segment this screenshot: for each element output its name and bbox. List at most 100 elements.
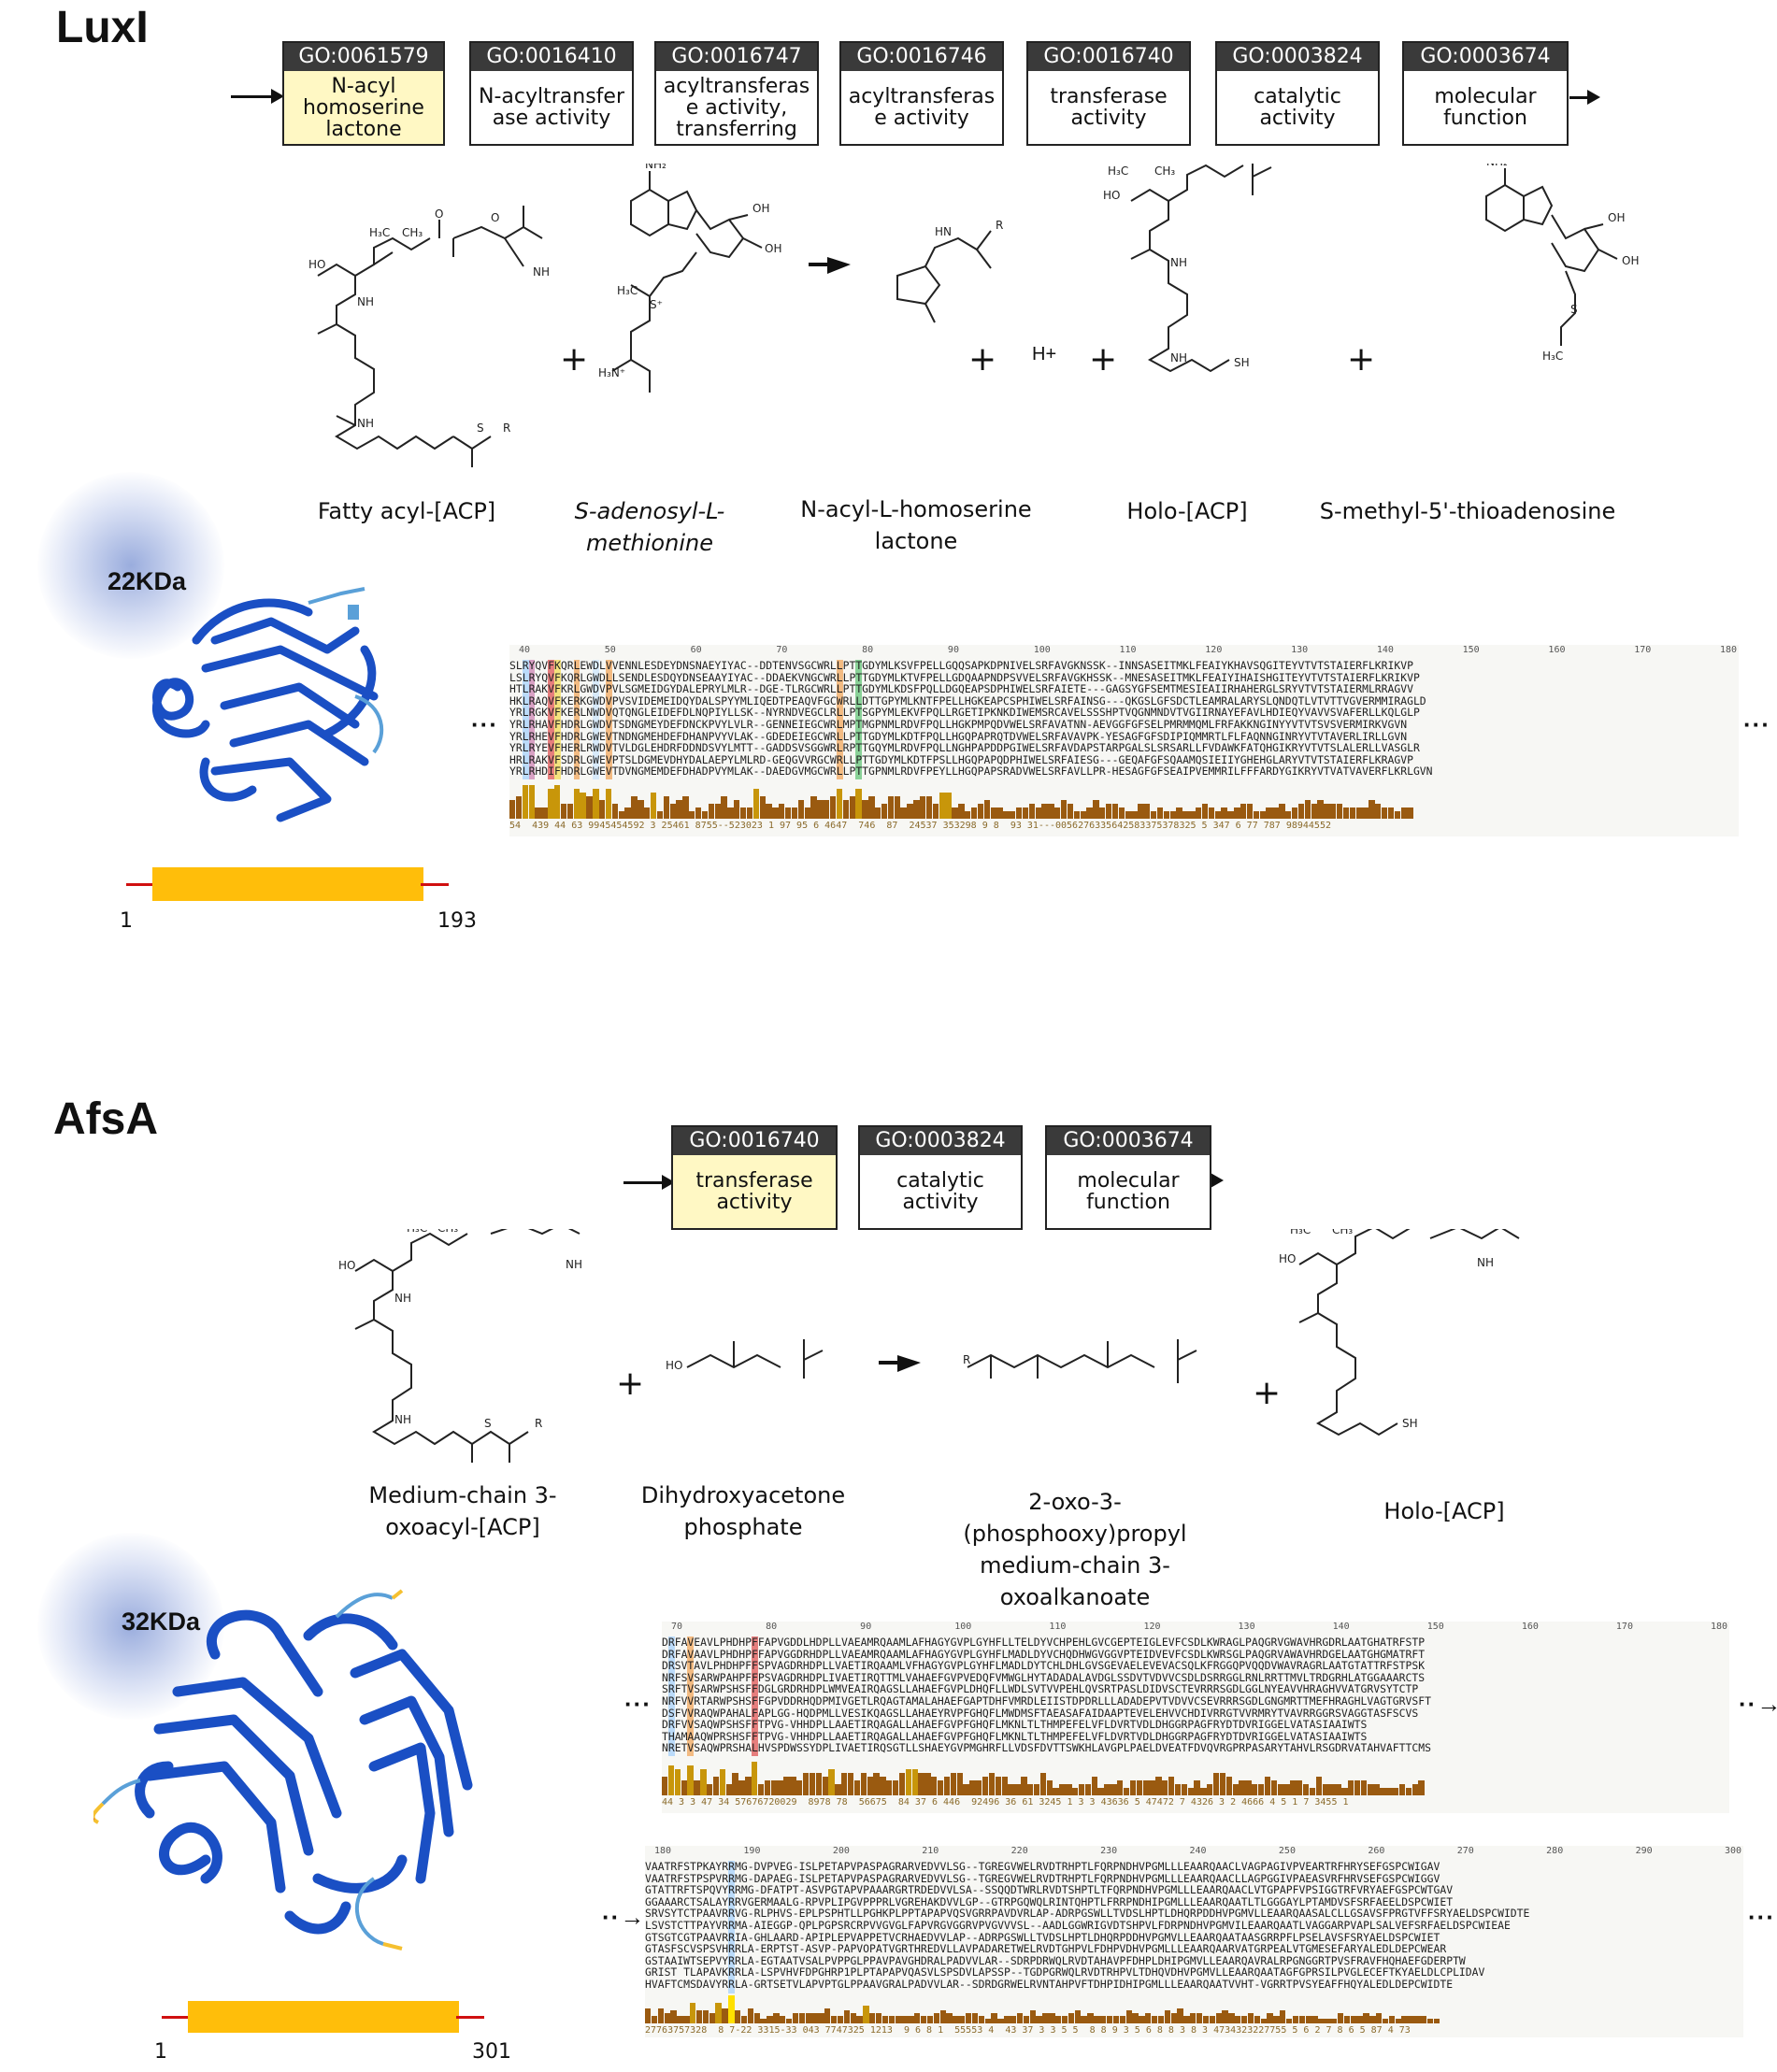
- alignment-conservation-bar: [777, 1780, 783, 1795]
- svg-text:NH: NH: [1170, 256, 1187, 269]
- luxi-domain-end: 193: [437, 909, 477, 933]
- alignment-conservation-bar: [1363, 2013, 1369, 2023]
- alignment-conservation-bar: [873, 1773, 880, 1795]
- alignment-conservation-bar: [963, 1784, 969, 1795]
- alignment-conservation-bar: [817, 800, 824, 819]
- svg-text:R: R: [963, 1353, 970, 1366]
- alignment-conserved-column: [554, 660, 561, 779]
- alignment-conservation-bar: [701, 811, 709, 819]
- alignment-conservation-bar: [541, 807, 548, 819]
- alignment-conservation-bar: [1272, 807, 1279, 819]
- alignment-conservation-bar: [1100, 2015, 1107, 2023]
- alignment-conserved-column: [548, 660, 555, 779]
- alignment-conservation-bar: [830, 2015, 838, 2023]
- go-term-id: GO:0016740: [673, 1127, 836, 1155]
- svg-text:H₃C: H₃C: [617, 284, 638, 297]
- alignment-conservation-bar: [1169, 811, 1176, 819]
- alignment-conservation-bar: [881, 2015, 889, 2023]
- svg-text:HN: HN: [935, 225, 952, 238]
- alignment-tick: 290: [1635, 1846, 1653, 1856]
- alignment-conservation-bar: [566, 804, 574, 819]
- alignment-conservation-bar: [1412, 1784, 1418, 1795]
- alignment-conservation-bar: [1367, 1784, 1373, 1795]
- alignment-conservation-bar: [645, 2008, 652, 2023]
- alignment-conservation-bar: [709, 2013, 715, 2023]
- alignment-conservation-bar: [1356, 2015, 1363, 2023]
- alignment-conservation-bar: [1214, 811, 1221, 819]
- alignment-conservation-bar: [695, 807, 702, 819]
- alignment-conservation-bar: [1393, 1788, 1399, 1795]
- alignment-conservation-bar: [1084, 1784, 1092, 1795]
- alignment-conservation-bar: [1155, 1777, 1162, 1795]
- alignment-conservation-bar: [1046, 1780, 1053, 1795]
- go-term-label: transferase activity: [1050, 85, 1168, 130]
- alignment-conservation-histogram: [645, 1995, 1743, 2023]
- sam-structure: [611, 171, 763, 393]
- alignment-conservation-bar: [1283, 1784, 1290, 1795]
- alignment-conservation-bar: [1252, 1784, 1258, 1795]
- alignment-conservation-bar: [1317, 800, 1324, 819]
- alignment-conservation-bar: [988, 1773, 996, 1795]
- svg-text:NH₂: NH₂: [1486, 164, 1508, 168]
- svg-text:CH₃: CH₃: [402, 226, 423, 239]
- alignment-conservation-bar: [1042, 2013, 1049, 2023]
- go-term-label: acyltransferas e activity, transferring: [663, 74, 810, 141]
- alignment-conservation-bar: [1234, 807, 1240, 819]
- svg-text:R: R: [535, 1417, 542, 1430]
- alignment-conservation-bar: [982, 1777, 989, 1795]
- alignment-conservation-bar: [1264, 1777, 1271, 1795]
- alignment-conservation-bar: [818, 2013, 824, 2023]
- alignment-conservation-bar: [752, 1762, 758, 1795]
- alignment-conservation-bar: [719, 1769, 726, 1795]
- alignment-conservation-bar: [657, 2008, 665, 2023]
- alignment-conservation-bar: [837, 2015, 844, 2023]
- alignment-sequences: DRFAVEAVLPHDHPFFAPVGDDLHDPLLVAEAMRQAAMLA…: [662, 1636, 1431, 1755]
- go-term-id: GO:0016410: [471, 43, 632, 71]
- alignment-conservation-bar: [1201, 804, 1209, 819]
- alignment-conservation-bar: [746, 807, 753, 819]
- alignment-conservation-bar: [1048, 804, 1054, 819]
- alignment-tick: 280: [1546, 1846, 1564, 1856]
- alignment-conservation-bar: [670, 2010, 677, 2023]
- alignment-conservation-bar: [855, 789, 862, 819]
- alignment-tick: 70: [671, 1622, 683, 1632]
- alignment-conservation-bar: [1156, 807, 1164, 819]
- alignment-consensus: 27763757328 8 7-22 3315-33 043 7747325 1…: [645, 2025, 1411, 2036]
- alignment-conservation-bar: [862, 800, 868, 819]
- svg-text:S: S: [1570, 303, 1578, 316]
- alignment-conservation-bar: [1138, 804, 1144, 819]
- alignment-conservation-bar: [715, 2003, 722, 2023]
- alignment-conservation-bar: [1209, 2015, 1216, 2023]
- alignment-tick: 100: [1033, 645, 1051, 655]
- alignment-conservation-bar: [1202, 2015, 1210, 2023]
- alignment-conservation-bar: [1067, 804, 1074, 819]
- alignment-conservation-bar: [946, 2013, 953, 2023]
- alignment-conservation-bar: [1354, 1780, 1361, 1795]
- alignment-conserved-column: [752, 1636, 758, 1756]
- alignment-conservation-bar: [1033, 1784, 1040, 1795]
- alignment-tick: 170: [1615, 1622, 1633, 1632]
- alignment-conservation-bar: [1168, 1777, 1175, 1795]
- alignment-conservation-bar: [624, 807, 631, 819]
- mta-structure: [1485, 168, 1618, 346]
- afsa-compound-oxoacyl-acp: Medium-chain 3-oxoacyl-[ACP]: [368, 1482, 557, 1540]
- alignment-conservation-bar: [931, 1777, 938, 1795]
- svg-text:NH: NH: [1477, 1256, 1494, 1269]
- alignment-conserved-column: [687, 1636, 695, 1756]
- alignment-conservation-bar: [656, 811, 664, 819]
- alignment-conservation-bar: [797, 800, 805, 819]
- alignment-conservation-bar: [1117, 1780, 1124, 1795]
- afsa-mass: 32KDa: [122, 1608, 201, 1636]
- alignment-conservation-bar: [770, 1780, 777, 1795]
